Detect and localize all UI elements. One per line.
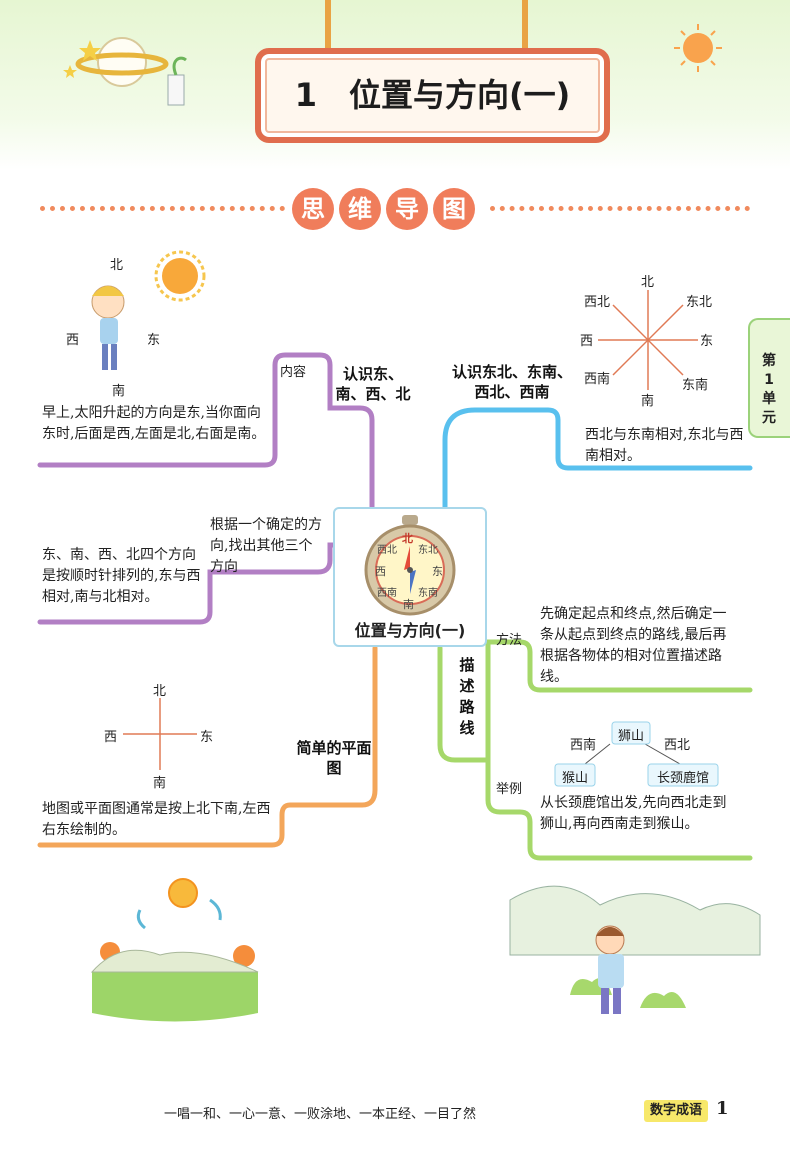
rose-label-ne: 东北: [686, 295, 713, 310]
banner-char: 图: [433, 188, 475, 230]
hanging-rope: [325, 0, 331, 52]
boy-icon: [91, 285, 125, 370]
unit-side-tab[interactable]: [748, 318, 790, 438]
detail-four-directions: 东、南、西、北四个方向是按顺时针排列的,东与西相对,南与北相对。: [42, 547, 201, 605]
branch-title-four-directions: 认识东、南、西、北: [335, 365, 411, 403]
rose-label-sw: 西南: [584, 372, 611, 387]
sun-icon: [154, 250, 206, 302]
compass-letter-ne: 东北: [418, 545, 438, 556]
rose-label-se: 东南: [682, 378, 709, 393]
branch-title-plan: 简单的平面图: [296, 739, 372, 777]
rose-label-s: 南: [641, 394, 655, 409]
banner-dots-right: [490, 206, 750, 211]
rose-label-n: 北: [641, 275, 655, 290]
compass-letter-nw: 西北: [377, 545, 397, 556]
cross-label-s: 南: [153, 776, 167, 791]
planet-icon: [75, 37, 169, 87]
footer-badge: 数字成语: [644, 1100, 708, 1122]
rose-label-w: 西: [580, 334, 594, 349]
map-monkey-hill: 猴山: [561, 771, 588, 786]
compass-letter-s: 南: [403, 598, 414, 611]
sub-label-example: 举例: [496, 782, 523, 797]
sub-label-content: 内容: [280, 365, 307, 380]
compass-letter-e: 东: [432, 565, 443, 578]
page-number: 1: [716, 1098, 729, 1119]
sub-label-method: 方法: [496, 633, 523, 648]
compass-letter-se: 东南: [418, 588, 438, 599]
map-giraffe-hall: 长颈鹿馆: [656, 771, 709, 786]
banner-char: 导: [386, 188, 428, 230]
cross-label-n: 北: [153, 684, 167, 699]
hanging-rope: [522, 0, 528, 52]
footer-idioms: 一唱一和、一心一意、一败涂地、一本正经、一目了然: [163, 1107, 476, 1122]
mountain-landscape: [509, 885, 761, 1014]
branch-title-route: 描述路线: [459, 656, 475, 737]
compass-letter-sw: 西南: [377, 588, 397, 599]
sun-icon: [674, 24, 722, 72]
picture-label-east: 东: [147, 333, 161, 348]
banner-dots-left: [40, 206, 285, 211]
map-dir-nw: 西北: [664, 738, 691, 753]
cross-label-w: 西: [104, 730, 118, 745]
center-node-label: 位置与方向(一): [354, 621, 466, 640]
map-lion-hill: 狮山: [617, 729, 644, 744]
plant-icon: [167, 56, 187, 106]
content-plan: 地图或平面图通常是按上北下南,左西右东绘制的。: [42, 801, 271, 838]
rose-label-nw: 西北: [584, 295, 611, 310]
sub-label-method-four: 根据一个确定的方向,找出其他三个方向: [210, 517, 322, 575]
picture-label-north: 北: [110, 258, 124, 273]
star-icon: [63, 40, 101, 78]
banner-char: 思: [292, 188, 334, 230]
picture-label-west: 西: [66, 333, 80, 348]
unit-side-tab-label: 第 1 单 元: [762, 353, 776, 426]
compass-letter-n: 北: [402, 532, 413, 545]
title-board: [255, 48, 610, 143]
banner-char: 维: [339, 188, 381, 230]
compass-letter-w: 西: [375, 565, 386, 578]
sunrise-landscape: [90, 878, 259, 1022]
content-route-method: 先确定起点和终点,然后确定一条从起点到终点的路线,最后再根据各物体的相对位置描述…: [540, 606, 727, 685]
branch-title-eight-directions: 认识东北、东南、西北、西南: [451, 363, 572, 401]
content-route-example: 从长颈鹿馆出发,先向西北走到狮山,再向西南走到猴山。: [540, 795, 727, 832]
rose-label-e: 东: [700, 334, 714, 349]
content-eight-directions: 西北与东南相对,东北与西南相对。: [585, 427, 744, 464]
page-title: 1 位置与方向(一): [294, 76, 571, 114]
content-four-directions: 早上,太阳升起的方向是东,当你面向东时,后面是西,左面是北,右面是南。: [42, 405, 266, 442]
picture-label-south: 南: [112, 384, 126, 399]
cross-label-e: 东: [200, 730, 214, 745]
map-dir-sw: 西南: [570, 738, 597, 753]
